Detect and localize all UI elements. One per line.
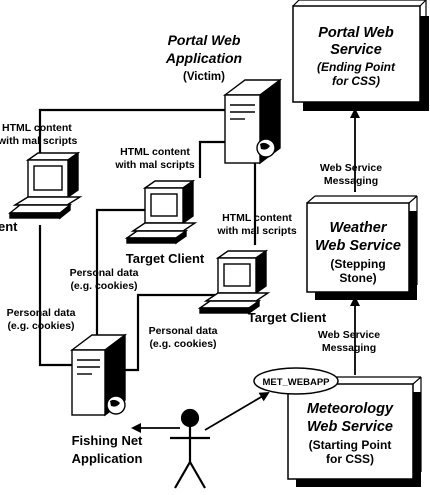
ws-messaging-top-1: Web Service	[320, 162, 382, 174]
portal-service-title-1: Portal Web	[318, 25, 394, 41]
personal-data-left-1: Personal data	[7, 307, 76, 319]
personal-data-mid-label: Personal data (e.g. cookies)	[70, 267, 139, 292]
personal-data-left-label: Personal data (e.g. cookies)	[7, 307, 76, 332]
portal-app-title-2: Application	[165, 50, 242, 66]
html-content-mid-2: with mal scripts	[114, 159, 195, 171]
middle-client-label: Target Client	[126, 251, 205, 266]
connection-lines	[38, 108, 257, 372]
fishing-net-label: Fishing Net Application	[72, 433, 143, 466]
html-content-right-label: HTML content with mal scripts	[216, 212, 297, 237]
portal-service-box: Portal Web Service (Ending Point for CSS…	[292, 0, 429, 111]
fishing-net-title-1: Fishing Net	[72, 433, 143, 448]
html-content-left-2: with mal scripts	[0, 135, 78, 147]
fishing-net-title-2: Application	[72, 451, 143, 466]
weather-service-box: Weather Web Service (Stepping Stone)	[306, 195, 418, 300]
html-content-mid-label: HTML content with mal scripts	[114, 146, 195, 171]
html-content-right-2: with mal scripts	[216, 225, 297, 237]
personal-data-left-2: (e.g. cookies)	[7, 320, 74, 332]
middle-client-computer-icon	[124, 179, 198, 245]
arrows	[131, 108, 360, 433]
arrow-attacker-to-met-webapp	[204, 391, 270, 431]
fishing-net-server-icon	[69, 333, 128, 417]
ws-messaging-bottom-2: Messaging	[322, 342, 376, 354]
portal-service-title-2: Service	[330, 42, 382, 58]
ws-messaging-top-label: Web Service Messaging	[320, 162, 382, 187]
right-client-computer-icon	[197, 249, 271, 315]
personal-data-mid-2: (e.g. cookies)	[70, 280, 137, 292]
line-portal-to-left-client	[38, 108, 225, 160]
meteorology-service-box: Meteorology Web Service (Starting Point …	[287, 376, 422, 487]
line-portal-to-middle-client	[198, 140, 225, 178]
left-client-computer-icon	[8, 151, 83, 220]
personal-data-right-2: (e.g. cookies)	[149, 338, 216, 350]
portal-app-subtitle: (Victim)	[183, 71, 225, 83]
right-client-label: Target Client	[248, 310, 327, 325]
html-content-right-1: HTML content	[222, 212, 292, 224]
personal-data-mid-1: Personal data	[70, 267, 139, 279]
portal-service-subtitle-2: for CSS)	[332, 74, 380, 88]
meteorology-title-1: Meteorology	[307, 401, 394, 417]
portal-app-label: Portal Web Application (Victim)	[165, 32, 242, 83]
ws-messaging-bottom-1: Web Service	[318, 329, 380, 341]
html-content-mid-1: HTML content	[120, 146, 190, 158]
portal-service-subtitle-1: (Ending Point	[317, 60, 396, 74]
met-webapp-node: MET_WEBAPP	[253, 367, 339, 395]
line-left-client-to-fishing	[38, 225, 78, 367]
line-middle-client-to-fishing	[95, 208, 150, 338]
weather-subtitle-2: Stone)	[339, 271, 376, 285]
ws-messaging-top-2: Messaging	[324, 175, 378, 187]
left-client-label: ent	[0, 219, 18, 234]
line-right-client-to-fishing	[125, 293, 215, 372]
attacker-stick-figure-icon	[170, 408, 210, 489]
weather-title-1: Weather	[330, 220, 388, 236]
personal-data-right-label: Personal data (e.g. cookies)	[149, 325, 218, 350]
ws-messaging-bottom-label: Web Service Messaging	[318, 329, 380, 354]
meteorology-subtitle-1: (Starting Point	[309, 438, 392, 452]
weather-title-2: Web Service	[315, 238, 401, 254]
weather-subtitle-1: (Stepping	[330, 257, 385, 271]
personal-data-right-1: Personal data	[149, 325, 218, 337]
meteorology-subtitle-2: for CSS)	[326, 452, 374, 466]
html-content-left-1: HTML content	[2, 122, 72, 134]
met-webapp-label: MET_WEBAPP	[262, 377, 330, 388]
portal-app-title-1: Portal Web	[168, 32, 241, 48]
portal-server-icon	[222, 78, 283, 165]
meteorology-title-2: Web Service	[307, 419, 393, 435]
html-content-left-label: HTML content with mal scripts	[0, 122, 78, 147]
